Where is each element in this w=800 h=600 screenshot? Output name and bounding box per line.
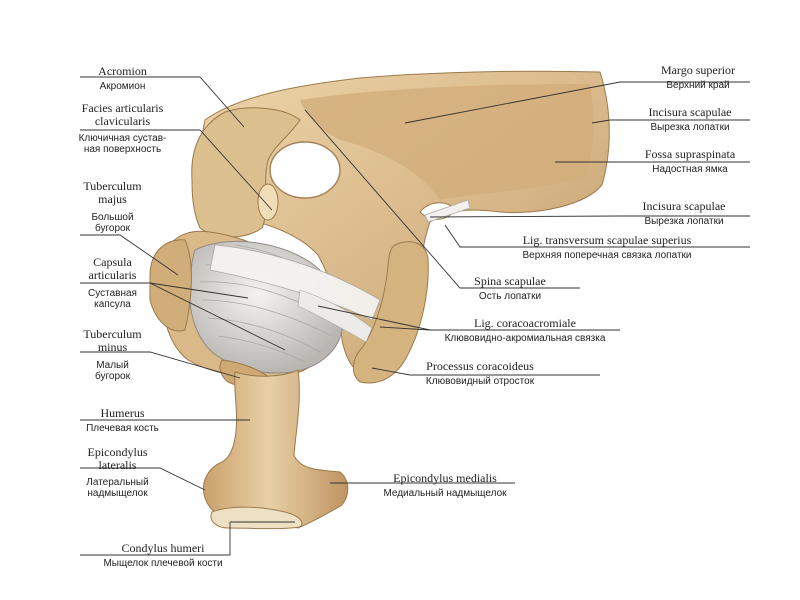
- humerus-ru: Плечевая кость: [86, 423, 159, 435]
- label-condylus: Condylus humeri Мыщелок плечевой кости: [78, 541, 248, 570]
- capsula-ru1: Суставная: [88, 288, 137, 300]
- label-humerus: Humerus Плечевая кость: [65, 406, 180, 435]
- facies-lat2: clavicularis: [94, 114, 151, 129]
- incisura2-ru: Вырезка лопатки: [644, 216, 724, 228]
- margo-ru: Верхний край: [666, 80, 730, 92]
- incisura1-lat: Incisura scapulae: [648, 105, 732, 119]
- fossa-lat: Fossa supraspinata: [644, 147, 736, 161]
- lig-coraco-ru: Клювовидно-акромиальная связка: [444, 333, 606, 345]
- epi-med-ru: Медиальный надмыщелок: [383, 488, 507, 500]
- condylus-ru: Мыщелок плечевой кости: [103, 558, 223, 570]
- label-tub-minus: Tuberculum minus Малый бугорок: [55, 327, 170, 383]
- humerus-condyle: [210, 506, 303, 530]
- label-epi-lat: Epicondylus lateralis Латеральный надмыщ…: [60, 445, 175, 500]
- margo-lat: Margo superior: [660, 63, 736, 77]
- epi-med-lat: Epicondylus medialis: [393, 471, 497, 485]
- tub-minus-lat2: minus: [97, 340, 128, 355]
- acromion-ru: Акромион: [99, 81, 146, 93]
- epi-lat-ru2: надмыщелок: [87, 488, 148, 500]
- label-lig-coraco: Lig. coracoacromiale Клювовидно-акромиал…: [420, 316, 630, 345]
- processus-ru: Клювовидный отросток: [425, 376, 535, 388]
- fossa-ru: Надостная ямка: [652, 164, 728, 176]
- capsula-lat1: Capsula: [93, 255, 132, 269]
- epi-lat-lat2: lateralis: [98, 458, 137, 473]
- capsula-lat2: articularis: [88, 268, 137, 283]
- label-processus: Processus coracoideus Клювовидный отрост…: [405, 359, 555, 388]
- spina-ru: Ость лопатки: [478, 291, 542, 303]
- coracoacromial-ligament-2: [297, 289, 373, 343]
- tub-majus-ru1: Большой: [91, 212, 134, 224]
- coracoacromial-ligament: [209, 244, 381, 321]
- humerus-shaft: [203, 369, 349, 529]
- label-incisura2: Incisura scapulae Вырезка лопатки: [604, 199, 764, 228]
- processus-lat: Processus coracoideus: [426, 359, 534, 373]
- label-margo: Margo superior Верхний край: [618, 63, 778, 92]
- fossa-supraspinata: [300, 84, 594, 200]
- facies-lat1: Facies articularis: [81, 101, 164, 115]
- leader-lines: [80, 76, 750, 556]
- tub-majus-ru2: бугорок: [95, 223, 130, 235]
- facies-ru1: Ключичная сустав-: [78, 133, 167, 145]
- condylus-lat: Condylus humeri: [121, 541, 205, 555]
- tub-majus-lat1: Tuberculum: [83, 179, 142, 193]
- epi-lat-lat1: Epicondylus: [87, 445, 148, 459]
- lig-transv-lat: Lig. transversum scapulae superius: [522, 233, 692, 247]
- acromion-bone: [191, 107, 301, 238]
- lig-transversum: [424, 199, 471, 223]
- label-capsula: Capsula articularis Суставная капсула: [55, 255, 170, 311]
- lig-transv-ru: Верхняя поперечная связка лопатки: [522, 250, 692, 262]
- coracoid-process: [353, 241, 429, 384]
- label-tub-majus: Tuberculum majus Большой бугорок: [55, 179, 170, 235]
- label-facies: Facies articularis clavicularis Ключична…: [65, 101, 180, 156]
- tub-minus-ru1: Малый: [96, 360, 129, 372]
- facies-ru2: ная поверхность: [83, 144, 162, 156]
- humerus-lat: Humerus: [100, 406, 145, 420]
- label-acromion: Acromion Акромион: [65, 64, 180, 93]
- label-fossa: Fossa supraspinata Надостная ямка: [610, 147, 770, 176]
- label-incisura1: Incisura scapulae Вырезка лопатки: [610, 105, 770, 134]
- label-epi-med: Epicondylus medialis Медиальный надмыщел…: [370, 471, 520, 500]
- tub-majus-lat2: majus: [98, 192, 127, 207]
- spina-lat: Spina scapulae: [474, 274, 546, 288]
- label-lig-transv: Lig. transversum scapulae superius Верхн…: [462, 233, 752, 262]
- label-spina: Spina scapulae Ость лопатки: [450, 274, 570, 303]
- tub-minus-lat1: Tuberculum: [83, 327, 142, 341]
- capsula-ru2: капсула: [94, 299, 131, 311]
- lig-coraco-lat: Lig. coracoacromiale: [474, 316, 576, 330]
- incisura2-lat: Incisura scapulae: [642, 199, 726, 213]
- clavicular-facet: [257, 183, 279, 221]
- acromion-lat: Acromion: [98, 64, 147, 78]
- tub-minus-ru2: бугорок: [95, 371, 130, 383]
- epi-lat-ru1: Латеральный: [86, 477, 149, 489]
- incisura1-ru: Вырезка лопатки: [650, 122, 730, 134]
- scapular-notch-window: [269, 141, 341, 199]
